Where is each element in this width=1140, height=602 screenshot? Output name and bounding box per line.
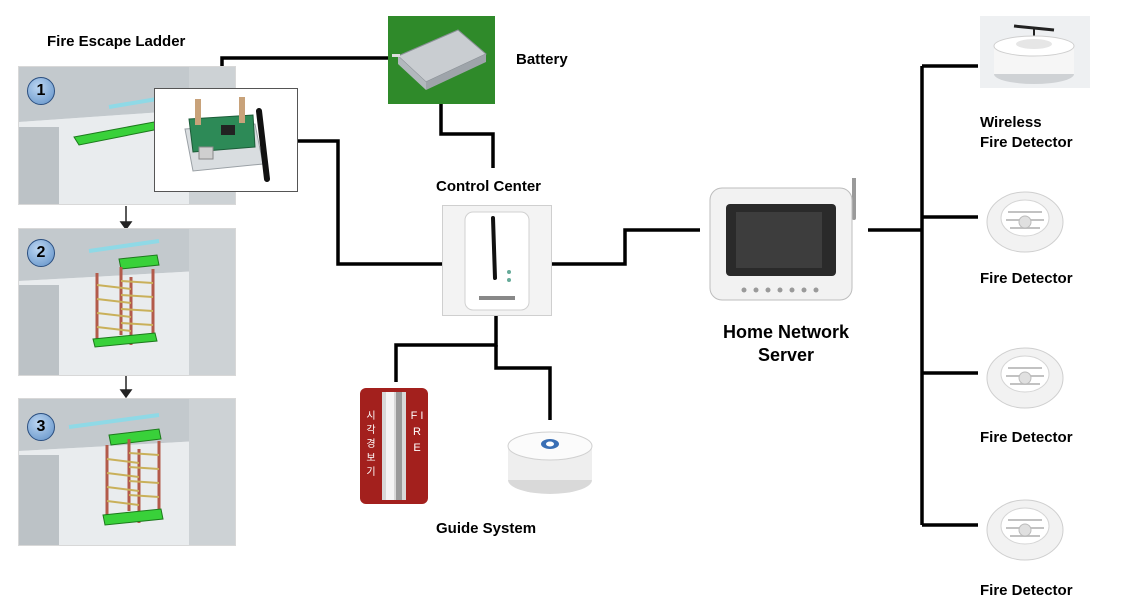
ladder-title: Fire Escape Ladder bbox=[47, 33, 186, 50]
step-badge-3: 3 bbox=[27, 413, 55, 441]
detector-1-label-line1: Wireless bbox=[980, 114, 1042, 131]
step-badge-2: 2 bbox=[27, 239, 55, 267]
control-center-device bbox=[442, 205, 552, 316]
guide-siren-device: 시 각 경 보 기 F I R E bbox=[360, 388, 428, 504]
wire-control-sounder bbox=[494, 345, 552, 420]
server-label-line2: Server bbox=[757, 345, 815, 365]
detector-2-label: Fire Detector bbox=[980, 270, 1073, 287]
wire-module-battery bbox=[220, 56, 388, 90]
fire-detector-2-device bbox=[982, 182, 1068, 256]
wireless-module bbox=[154, 88, 298, 192]
siren-korean-text: 시 각 경 보 기 bbox=[366, 411, 376, 478]
wire-control-siren bbox=[394, 314, 498, 382]
detector-3-label: Fire Detector bbox=[980, 429, 1073, 446]
detector-1-label-line2: Fire Detector bbox=[980, 134, 1073, 151]
battery-label: Battery bbox=[516, 51, 568, 68]
wire-battery-control bbox=[439, 104, 495, 168]
step-badge-1: 1 bbox=[27, 77, 55, 105]
ladder-scene-2: 2 bbox=[18, 228, 236, 376]
guide-system-label: Guide System bbox=[436, 520, 537, 537]
ladder-scene-3: 3 bbox=[18, 398, 236, 546]
server-label-line1: Home Network bbox=[722, 322, 850, 342]
wireless-fire-detector-device bbox=[980, 16, 1090, 88]
fire-detector-4-device bbox=[982, 490, 1068, 564]
fire-detector-3-device bbox=[982, 338, 1068, 412]
wire-control-server bbox=[550, 228, 700, 266]
wire-module-control bbox=[296, 139, 442, 266]
siren-fire-text: F I R E bbox=[410, 410, 424, 454]
guide-sounder-device bbox=[502, 420, 598, 500]
detector-4-label: Fire Detector bbox=[980, 582, 1073, 599]
ladder-step-arrows bbox=[119, 206, 133, 399]
control-center-label: Control Center bbox=[436, 178, 541, 195]
battery-image bbox=[388, 16, 495, 104]
home-network-server-device bbox=[700, 176, 868, 302]
